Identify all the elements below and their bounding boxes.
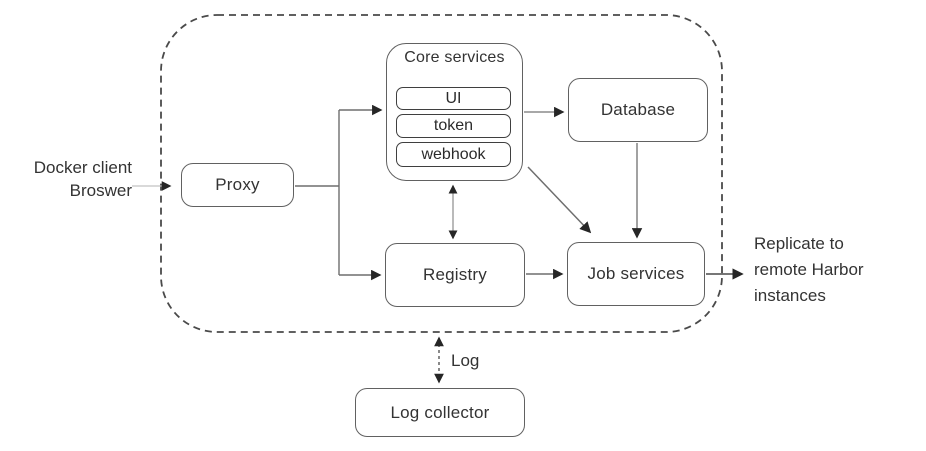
replicate-label-line2: remote Harbor xyxy=(754,260,864,279)
node-job-services: Job services xyxy=(567,242,705,306)
node-database: Database xyxy=(568,78,708,142)
node-webhook: webhook xyxy=(396,142,511,167)
node-proxy: Proxy xyxy=(181,163,294,207)
system-boundary-dashed-border xyxy=(160,14,723,333)
replicate-label: Replicate to remote Harbor instances xyxy=(754,231,920,309)
replicate-label-line3: instances xyxy=(754,286,826,305)
docker-client-label: Docker client Broswer xyxy=(6,156,132,202)
connector-core-services-to-job-services xyxy=(527,166,592,234)
node-ui-label: UI xyxy=(445,89,462,107)
node-proxy-label: Proxy xyxy=(215,175,260,194)
node-job-services-label: Job services xyxy=(587,264,685,283)
node-ui: UI xyxy=(396,87,511,110)
node-token: token xyxy=(396,114,511,138)
node-token-label: token xyxy=(433,117,474,134)
node-webhook-label: webhook xyxy=(421,145,486,163)
node-database-label: Database xyxy=(600,100,676,119)
node-registry: Registry xyxy=(385,243,525,307)
log-edge-label: Log xyxy=(451,351,480,370)
node-registry-label: Registry xyxy=(423,265,487,284)
docker-client-label-line2: Broswer xyxy=(69,181,132,200)
node-log-collector: Log collector xyxy=(355,388,525,437)
replicate-label-line1: Replicate to xyxy=(754,234,844,253)
node-log-collector-label: Log collector xyxy=(390,402,490,422)
docker-client-label-line1: Docker client xyxy=(33,158,132,177)
node-core-services-label: Core services xyxy=(404,49,505,66)
